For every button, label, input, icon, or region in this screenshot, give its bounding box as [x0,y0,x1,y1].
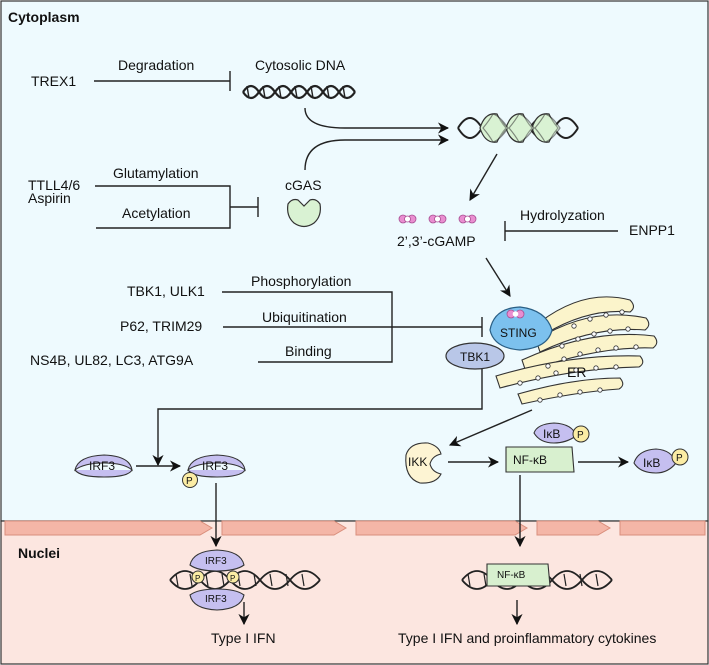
phosphorylation-label: Phosphorylation [251,273,351,289]
degradation-label: Degradation [118,57,194,73]
ikb-phosphate-label: P [577,430,584,441]
ubiquitination-label: Ubiquitination [262,309,347,325]
irf3-label: IRF3 [89,459,115,473]
cgas-inhibition-lines [95,185,259,229]
acetylation-label: Acetylation [122,205,190,221]
hydrolyzation-label: Hydrolyzation [520,207,605,223]
dimer-phosphate-right: P [230,574,235,583]
dna-cgas-complex-icon [457,113,579,143]
sting-inhibition-lines [222,291,483,363]
ikk-label: IKK [408,455,427,469]
er-ribosome-dots [517,309,639,403]
cgas-label: cGAS [285,177,322,193]
irf3-phospho-icon: IRF3 P [182,454,246,488]
glutamylation-label: Glutamylation [113,165,199,181]
tbk1-to-irf3-arrow [152,369,483,467]
sting-to-ikk-arrow [448,409,533,447]
nuclear-membrane [4,520,706,536]
ns4b-label: NS4B, UL82, LC3, ATG9A [30,352,194,368]
irf3-phosphate-label: P [186,476,193,487]
ttll-label: TTLL4/6 [28,177,80,193]
complex-to-cgamp-arrow [469,153,498,201]
sting-icon: STING [489,306,553,351]
cgamp-to-sting-arrow [485,257,511,297]
nuclear-dna-irf [169,570,321,590]
nfkb-ikb-complex-icon: IκB P NF-κB [505,422,590,473]
irf3-icon: IRF3 [74,454,133,478]
type-i-ifn-label: Type I IFN [211,630,276,646]
cytosolic-dna-icon [242,84,356,100]
cgamp-label: 2’,3’-cGAMP [397,233,476,249]
er-label: ER [567,364,586,380]
free-ikb-phosphate-label: P [676,453,683,464]
cytosolic-dna-label: Cytosolic DNA [255,57,346,73]
irf3-p-label: IRF3 [202,459,228,473]
nfkb-label: NF-κB [513,453,547,467]
ikk-icon: IKK [405,442,442,484]
nuclear-nfkb-icon: NF-κB [486,563,551,587]
cgamp-icon [398,214,477,224]
cytokines-label: Type I IFN and proinflammatory cytokines [398,630,656,646]
irf3-dimer-icon: IRF3 IRF3 P P [189,549,245,611]
tbk1-icon: TBK1 [445,342,505,370]
aspirin-label: Aspirin [28,190,71,206]
irf3-dimer-top-label: IRF3 [205,556,227,567]
irf3-dimer-bottom-label: IRF3 [205,594,227,605]
nuclear-nfkb-label: NF-κB [497,570,526,581]
ikb-label: IκB [543,427,560,441]
free-ikb-icon: IκB P [633,448,689,474]
tbk1-ulk1-label: TBK1, ULK1 [127,283,205,299]
nuclei-label: Nuclei [18,545,60,561]
dna-to-complex-arrow [304,107,450,134]
sting-label: STING [500,326,537,340]
enpp1-label: ENPP1 [629,222,675,238]
cytoplasm-region [0,0,709,522]
p62-trim29-label: P62, TRIM29 [120,318,202,334]
tbk1-label: TBK1 [460,350,490,364]
nucleus-region [0,520,709,665]
irf3-phosphate-icon [182,472,198,488]
degradation-inhibition [94,71,231,91]
free-ikb-label: IκB [643,456,660,470]
cytoplasm-label: Cytoplasm [8,9,80,25]
dimer-phosphate-left: P [195,574,200,583]
hydrolyzation-inhibition [504,221,618,241]
trex1-label: TREX1 [31,73,76,89]
binding-label: Binding [285,343,332,359]
cgas-to-complex-arrow [304,134,450,171]
cgas-icon [287,198,321,228]
